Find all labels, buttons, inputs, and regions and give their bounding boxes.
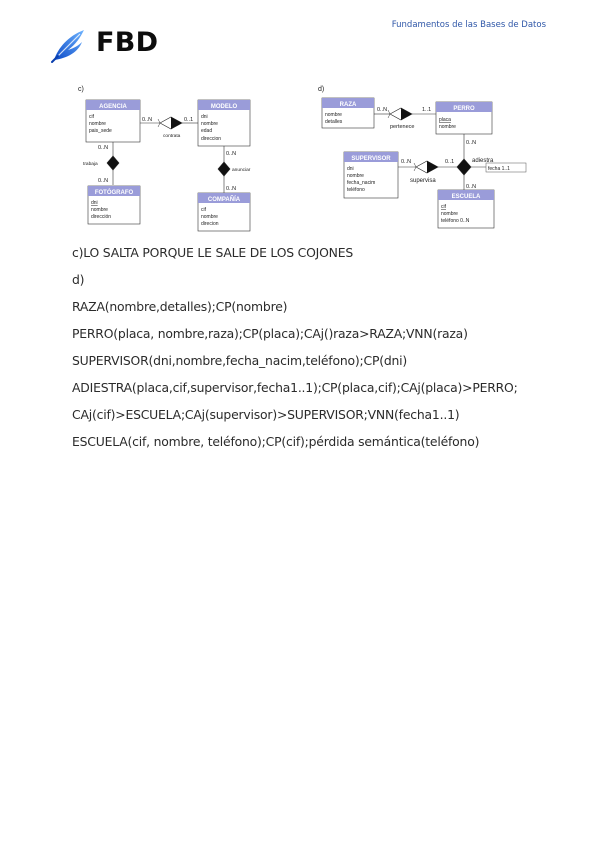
- entity-escuela: ESCUELA cif nombre teléfono 0..N: [437, 189, 495, 229]
- er-diagram-d: d) RAZA nombre detalles pertenece 0..N 1…: [308, 82, 538, 237]
- answer-line: PERRO(placa, nombre,raza);CP(placa);CAj(…: [72, 326, 468, 341]
- card-agencia-trabaja: 0..N: [98, 145, 108, 151]
- relation-adiestra-label: adiestra: [472, 158, 494, 164]
- er-diagram-c: c) AGENCIA cif nombre pais_sede MODELO d…: [70, 82, 270, 237]
- page-header-title: Fundamentos de las Bases de Datos: [391, 20, 546, 30]
- escuela-attr: cif: [441, 204, 447, 210]
- supervisor-attr: dni: [347, 166, 354, 172]
- escuela-attr: nombre: [441, 211, 458, 217]
- card-supervisor-supervisa: 0..N: [401, 159, 411, 165]
- entity-raza-name: RAZA: [340, 102, 357, 108]
- raza-attr: detalles: [325, 119, 343, 125]
- compania-attr: nombre: [201, 214, 218, 220]
- supervisor-attr: nombre: [347, 173, 364, 179]
- fotografo-attr: dirección: [91, 214, 111, 220]
- answer-line: c)LO SALTA PORQUE LE SALE DE LOS COJONES: [72, 245, 354, 260]
- answer-line: ESCUELA(cif, nombre, teléfono);CP(cif);p…: [72, 434, 480, 449]
- card-trabaja-fotografo: 0..N: [98, 178, 108, 184]
- perro-attr: nombre: [439, 124, 456, 130]
- diagram-c-label: c): [78, 86, 84, 93]
- entity-compania-name: COMPAÑÍA: [208, 195, 241, 203]
- entity-perro: PERRO placa nombre: [435, 101, 493, 135]
- entity-modelo-name: MODELO: [211, 104, 238, 110]
- entity-perro-name: PERRO: [453, 106, 475, 112]
- fotografo-attr: nombre: [91, 207, 108, 213]
- compania-attr: cif: [201, 207, 207, 213]
- modelo-attr: direccion: [201, 136, 221, 142]
- answer-line: d): [72, 272, 85, 287]
- raza-attr: nombre: [325, 112, 342, 118]
- fotografo-attr: dni: [91, 200, 98, 206]
- agencia-attr: pais_sede: [89, 128, 112, 134]
- diagram-d-label: d): [318, 86, 324, 93]
- relation-trabaja-diamond: [106, 155, 120, 171]
- entity-supervisor-name: SUPERVISOR: [351, 156, 391, 162]
- card-anunciar-compania: 0..N: [226, 186, 236, 192]
- agencia-attr: cif: [89, 114, 95, 120]
- relation-anunciar-label: anunciar: [232, 167, 251, 173]
- supervisor-attr: fecha_nacim: [347, 180, 375, 186]
- card-modelo-anunciar: 0..N: [226, 151, 236, 157]
- answer-line: CAj(cif)>ESCUELA;CAj(supervisor)>SUPERVI…: [72, 407, 460, 422]
- relation-adiestra-diamond: [456, 158, 472, 176]
- relation-supervisa-label: supervisa: [410, 178, 436, 184]
- entity-supervisor: SUPERVISOR dni nombre fecha_nacim teléfo…: [343, 151, 399, 199]
- entity-fotografo: FOTÓGRAFO dni nombre dirección: [87, 185, 141, 225]
- card-raza-pertenece: 0..N: [377, 107, 387, 113]
- entity-compania: COMPAÑÍA cif nombre direcion: [197, 192, 251, 232]
- card-perro-adiestra: 0..N: [466, 140, 476, 146]
- card-agencia-contrata: 0..N: [142, 117, 152, 123]
- answer-line: RAZA(nombre,detalles);CP(nombre): [72, 299, 288, 314]
- card-supervisa-adiestra: 0..1: [445, 159, 454, 165]
- card-adiestra-escuela: 0..N: [466, 184, 476, 190]
- compania-attr: direcion: [201, 221, 219, 227]
- agencia-attr: nombre: [89, 121, 106, 127]
- logo-text: FBD: [96, 27, 159, 58]
- modelo-attr: nombre: [201, 121, 218, 127]
- entity-modelo: MODELO dni nombre edad direccion: [197, 99, 251, 147]
- card-pertenece-perro: 1..1: [422, 107, 431, 113]
- fbd-logo: FBD: [50, 26, 180, 64]
- answer-line: SUPERVISOR(dni,nombre,fecha_nacim,teléfo…: [72, 353, 408, 368]
- feather-logo-icon: [51, 30, 84, 63]
- relation-attr-fecha: fecha 1..1: [488, 166, 510, 172]
- perro-attr: placa: [439, 117, 451, 123]
- modelo-attr: edad: [201, 128, 212, 134]
- relation-contrata-label: contrata: [163, 133, 181, 139]
- escuela-attr: teléfono 0..N: [441, 218, 470, 224]
- modelo-attr: dni: [201, 114, 208, 120]
- card-contrata-modelo: 0..1: [184, 117, 193, 123]
- entity-agencia-name: AGENCIA: [99, 104, 127, 110]
- relation-pertenece-label: pertenece: [390, 124, 414, 130]
- answer-line: ADIESTRA(placa,cif,supervisor,fecha1..1)…: [72, 380, 518, 395]
- entity-agencia: AGENCIA cif nombre pais_sede: [85, 99, 141, 143]
- entity-escuela-name: ESCUELA: [452, 194, 481, 200]
- entity-raza: RAZA nombre detalles: [321, 97, 375, 129]
- entity-fotografo-name: FOTÓGRAFO: [95, 188, 134, 196]
- relation-anunciar-diamond: [217, 161, 231, 177]
- supervisor-attr: teléfono: [347, 187, 365, 193]
- relation-trabaja-label: trabaja: [83, 161, 98, 167]
